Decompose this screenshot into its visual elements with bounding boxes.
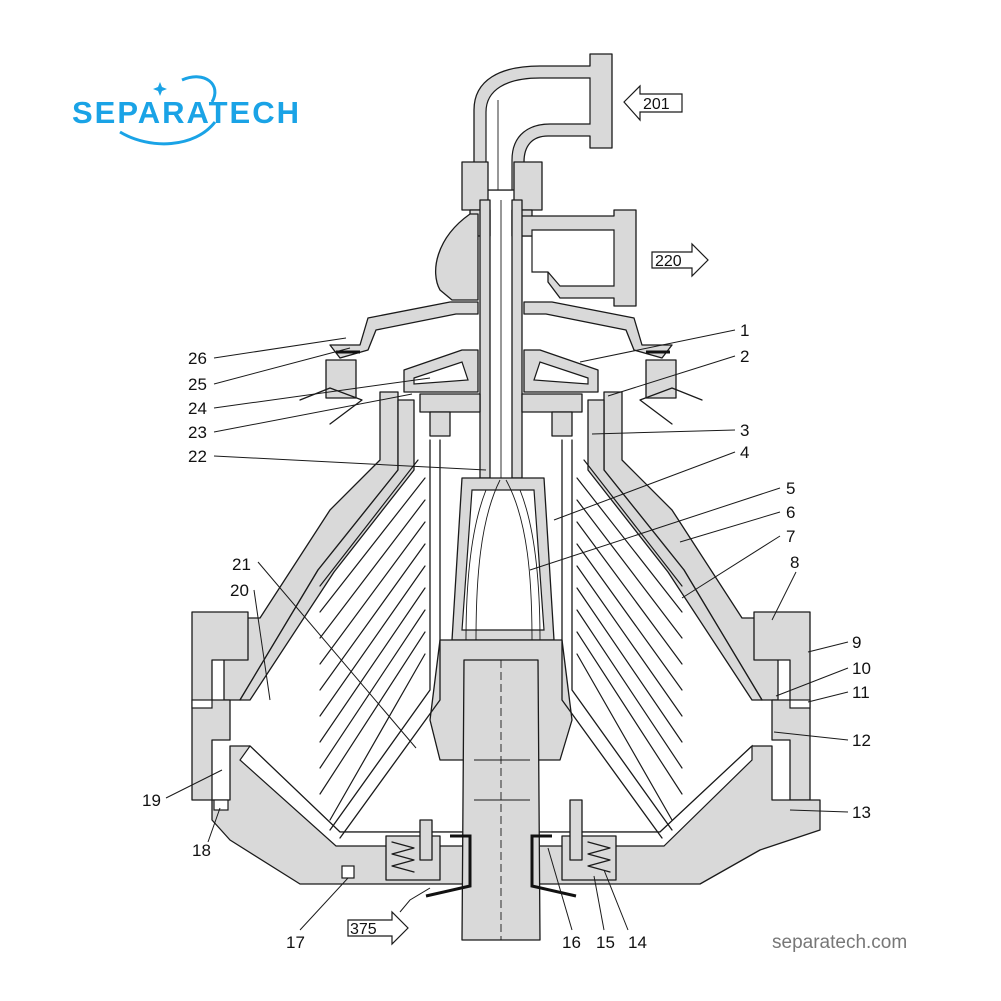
operating-mechanism [385,799,617,898]
feed-tube [479,199,523,479]
callout-25: 25 [188,375,207,394]
flow-arrow-outlet: 220 [651,242,709,278]
logo-star-icon [153,82,167,96]
callout-3: 3 [740,421,749,440]
callout-11: 11 [852,683,870,702]
spring-right-icon [587,841,611,873]
bowl-bottom [211,744,821,885]
callout-9: 9 [852,633,861,652]
callout-2: 2 [740,347,749,366]
callout-22: 22 [188,447,207,466]
flow-arrow-drain: 375 [347,887,431,946]
callout-14: 14 [628,933,647,952]
brand-logo: SEPARATECH [72,75,301,146]
callout-labels: 1 2 3 4 5 6 7 8 9 10 11 12 13 14 15 16 1… [142,321,871,952]
callout-12: 12 [852,731,871,750]
leader-lines [165,329,849,931]
frame-hood [299,301,703,425]
callout-21: 21 [232,555,251,574]
logo-swoosh-lower-icon [119,121,217,146]
callout-18: 18 [192,841,211,860]
outlet-housing [434,209,637,307]
callout-19: 19 [142,791,161,810]
callout-17: 17 [286,933,305,952]
callout-5: 5 [786,479,795,498]
callout-26: 26 [188,349,207,368]
disc-stack-right [561,439,683,839]
flow-label-outlet: 220 [655,253,682,270]
inlet-pipe [473,53,613,191]
flow-label-drain: 375 [350,921,377,938]
callout-8: 8 [790,553,799,572]
callout-20: 20 [230,581,249,600]
callout-10: 10 [852,659,871,678]
spindle [461,659,541,941]
flow-arrow-inlet: 201 [623,84,683,122]
footer-url: separatech.com [772,932,907,953]
callout-7: 7 [786,527,795,546]
callout-23: 23 [188,423,207,442]
callout-16: 16 [562,933,581,952]
logo-swoosh-icon [181,75,217,103]
callout-6: 6 [786,503,795,522]
callout-13: 13 [852,803,871,822]
callout-15: 15 [596,933,615,952]
callout-24: 24 [188,399,207,418]
flow-label-inlet: 201 [643,96,670,113]
disc-stack-left [319,439,441,839]
brand-name: SEPARATECH [72,95,301,130]
callout-1: 1 [740,321,749,340]
callout-4: 4 [740,443,749,462]
bowl-body [191,611,811,801]
paring-chamber [403,349,599,413]
spring-left-icon [391,841,415,873]
